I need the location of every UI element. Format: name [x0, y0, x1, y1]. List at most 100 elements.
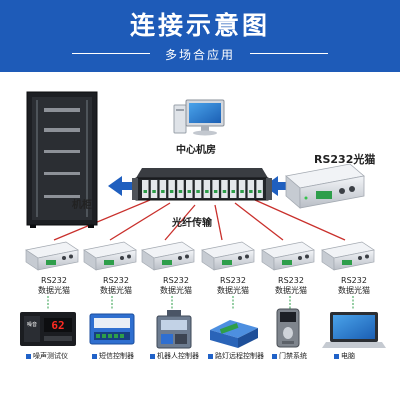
rack-card-port [161, 190, 165, 193]
end-device-label: 门禁系统 [272, 351, 307, 361]
device-cables [47, 296, 354, 310]
module-label-name: 数据光猫 [160, 286, 192, 295]
rack-card-port [257, 190, 262, 193]
center-computer [173, 99, 225, 136]
label-bullet [208, 353, 213, 359]
page-subtitle: 多场合应用 [164, 48, 235, 62]
rs232-data-modem [141, 241, 195, 271]
rack-card [186, 180, 193, 198]
rs232-data-modems [25, 241, 375, 271]
rack-card-port [152, 190, 156, 193]
rack-card [247, 180, 255, 198]
rack-cards [142, 180, 263, 198]
rs232-data-modem [201, 241, 255, 271]
noise-meter-reading: 62 [51, 319, 64, 332]
noise-meter-text: 噪音 [27, 321, 37, 328]
module-label-name: 数据光猫 [338, 286, 370, 295]
module-label-type: RS232 [163, 276, 189, 285]
rack-card [212, 180, 219, 198]
rack-card-port [196, 190, 200, 193]
rack-card [203, 180, 211, 198]
robot-controller [156, 310, 192, 349]
rack-card-port [213, 190, 218, 193]
subtitle-rule-left [72, 53, 150, 54]
fiber-line-3 [164, 204, 196, 241]
rack-card [159, 180, 167, 198]
module-label-type: RS232 [220, 276, 246, 285]
fiber-transmission-label: 光纤传输 [172, 218, 212, 229]
end-device-name: 门禁系统 [279, 352, 307, 360]
fiber-line-6 [254, 199, 346, 241]
rack-card [142, 180, 149, 198]
module-label-name: 数据光猫 [275, 286, 307, 295]
fiber-line-1 [53, 199, 151, 241]
rs232-data-modem [25, 241, 79, 271]
end-device-name: 路灯远程控制器 [215, 352, 264, 360]
rack-card [150, 180, 158, 198]
rs232-data-modem [83, 241, 137, 271]
end-device-name: 机器人控制器 [157, 352, 199, 360]
rs232-data-modem [321, 241, 375, 271]
label-bullet [92, 353, 97, 359]
fiber-line-5 [234, 202, 284, 241]
laptop-computer [322, 312, 386, 348]
header-banner: 连接示意图 多场合应用 [0, 0, 400, 72]
rs232-modem-label: RS232光猫 [314, 153, 376, 166]
cabinet-label: 机柜 [72, 200, 92, 211]
fiber-line-4 [214, 204, 223, 241]
street-light-controller [210, 320, 258, 348]
module-label-type: RS232 [278, 276, 304, 285]
rack-card-port [178, 190, 183, 193]
rack-card [194, 180, 202, 198]
sms-controller [89, 313, 135, 345]
arrow-to-cabinet [108, 176, 138, 196]
rack-card-port [205, 190, 209, 193]
center-room-label: 中心机房 [176, 145, 216, 156]
fiber-lines [53, 199, 346, 241]
rack-card-port [143, 190, 147, 193]
rack-card [238, 180, 246, 198]
module-label-name: 数据光猫 [38, 286, 70, 295]
end-device-label: 电脑 [334, 351, 355, 361]
rack-card [177, 180, 184, 198]
module-label-type: RS232 [41, 276, 67, 285]
access-control-panel [276, 308, 300, 348]
label-bullet [26, 353, 31, 359]
end-device-label: 噪声测试仪 [26, 351, 68, 361]
module-label-name: 数据光猫 [217, 286, 249, 295]
end-device-label: 机器人控制器 [150, 351, 199, 361]
rack-card-port [231, 190, 235, 193]
rack-card [168, 180, 175, 198]
noise-meter: 62 噪音 [20, 312, 76, 346]
rack-card-port [169, 190, 174, 193]
module-label-name: 数据光猫 [100, 286, 132, 295]
end-device-label: 路灯远程控制器 [208, 351, 264, 361]
label-bullet [272, 353, 277, 359]
server-cabinet [26, 91, 98, 228]
rack-card [221, 180, 228, 198]
rs232-modem-main [285, 163, 365, 209]
subtitle-rule-right [250, 53, 328, 54]
rack-card [230, 180, 237, 198]
fiber-line-2 [109, 202, 171, 241]
module-label-type: RS232 [103, 276, 129, 285]
rack-card-port [249, 190, 253, 193]
rack-card-port [240, 190, 244, 193]
rack-card-port [222, 190, 227, 193]
page-title: 连接示意图 [129, 11, 270, 40]
rs232-data-modem [261, 241, 315, 271]
end-device-name: 电脑 [341, 352, 355, 360]
module-label-type: RS232 [341, 276, 367, 285]
rack-card-port [187, 190, 191, 193]
end-device-name: 噪声测试仪 [33, 352, 68, 360]
end-device-name: 短信控制器 [99, 352, 134, 360]
label-bullet [334, 353, 339, 359]
end-device-label: 短信控制器 [92, 351, 134, 361]
